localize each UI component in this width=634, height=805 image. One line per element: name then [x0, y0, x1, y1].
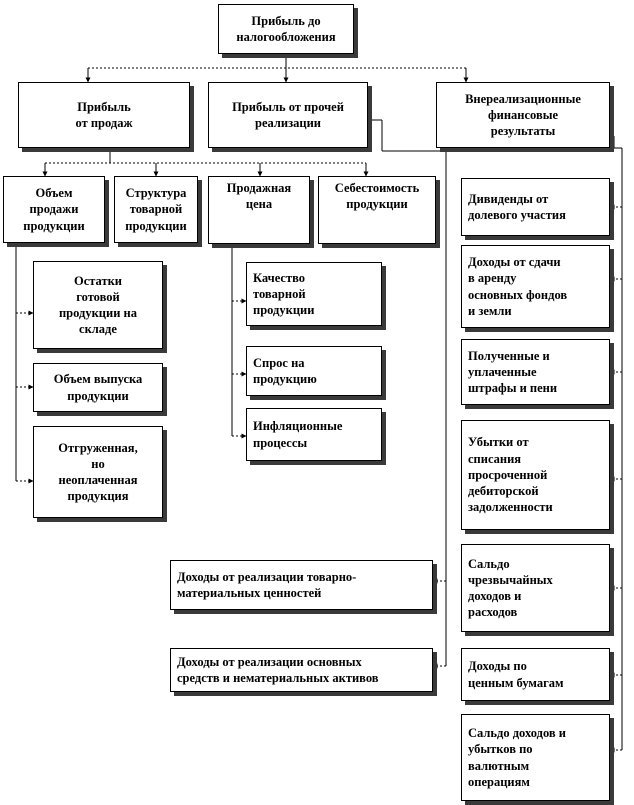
finished-goods-stock-box: Остатки готовой продукции на складе [33, 261, 163, 349]
inventory-sales-income-box: Доходы от реализации товарно- материальн… [170, 560, 433, 610]
sales-profit-box: Прибыль от продаж [18, 82, 190, 148]
product-structure-box: Структура товарной продукции [114, 176, 198, 243]
sales-volume-box: Объем продажи продукции [3, 176, 105, 243]
extraordinary-balance-box: Сальдо чрезвычайных доходов и расходов [461, 544, 610, 632]
fines-penalties-box: Полученные и уплаченные штрафы и пени [461, 339, 610, 405]
currency-operations-box: Сальдо доходов и убытков по валютным опе… [461, 714, 610, 801]
other-sales-profit-box: Прибыль от прочей реализации [208, 82, 368, 148]
production-cost-box: Себестоимость продукции [318, 176, 436, 244]
inflation-box: Инфляционные процессы [246, 408, 382, 461]
demand-box: Спрос на продукцию [246, 346, 382, 396]
rent-income-box: Доходы от сдачи в аренду основных фондов… [461, 245, 610, 328]
nonoperating-results-box: Внереализационные финансовые результаты [436, 82, 610, 148]
fixed-assets-sales-income-box: Доходы от реализации основных средств и … [170, 648, 433, 692]
selling-price-box: Продажная цена [208, 176, 310, 244]
root-box: Прибыль до налогообложения [218, 4, 354, 54]
receivables-writeoff-box: Убытки от списания просроченной дебиторс… [461, 420, 610, 530]
dividends-box: Дивиденды от долевого участия [461, 178, 610, 236]
product-quality-box: Качество товарной продукции [246, 262, 382, 326]
securities-income-box: Доходы по ценным бумагам [461, 648, 610, 701]
output-volume-box: Объем выпуска продукции [33, 363, 163, 412]
shipped-unpaid-box: Отгруженная, но неоплаченная продукция [33, 426, 163, 518]
